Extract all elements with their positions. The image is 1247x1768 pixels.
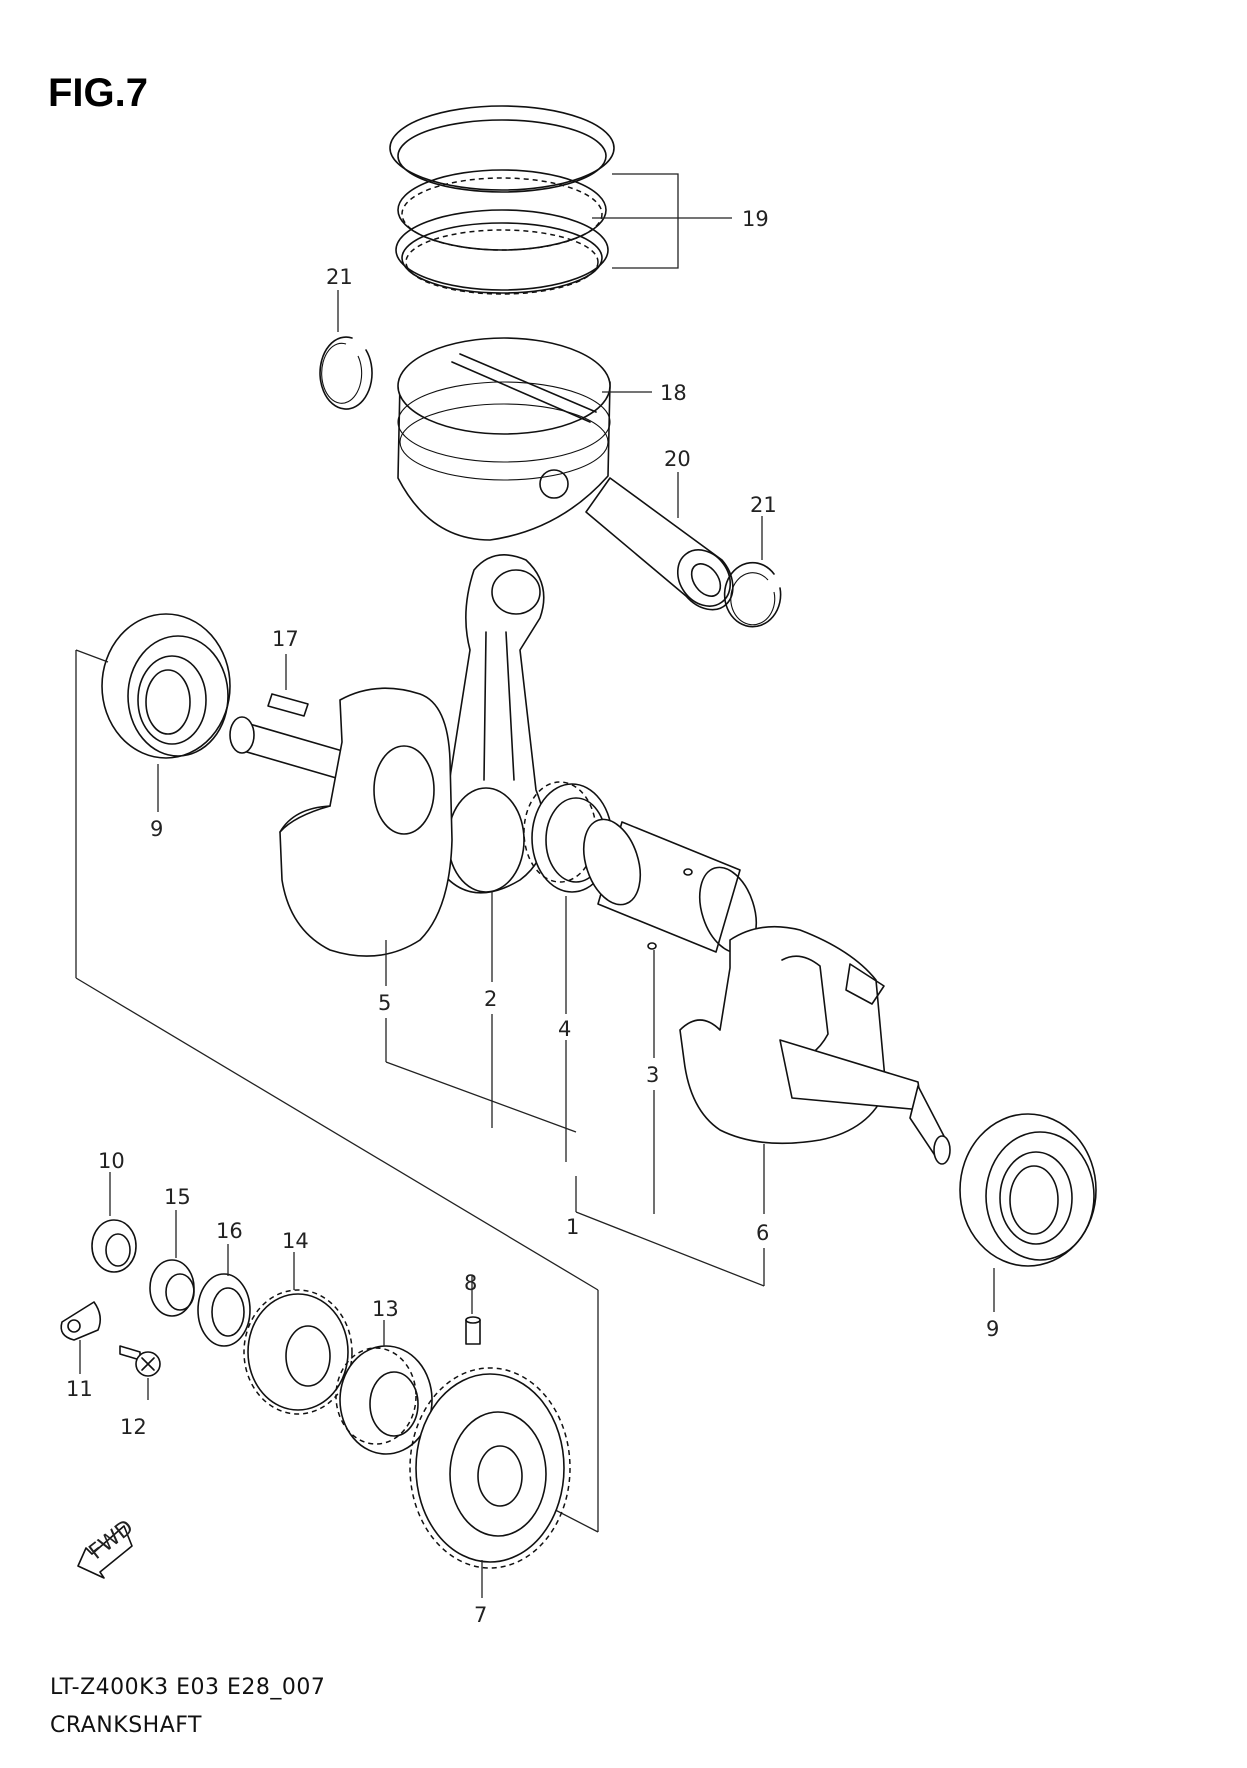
callout-11: 11 [66, 1377, 93, 1401]
circlip-lower [723, 561, 782, 628]
circlip-upper [319, 336, 373, 410]
piston [397, 337, 611, 541]
bearing-right [959, 1113, 1097, 1267]
dowel-pin [465, 1316, 481, 1345]
leader-19-bracket [612, 173, 679, 269]
callout-16: 16 [216, 1219, 243, 1243]
callout-12: 12 [120, 1415, 147, 1439]
model-code: LT-Z400K3 E03 E28_007 [50, 1675, 325, 1700]
piston-pin [585, 477, 734, 611]
oil-seal [91, 1219, 137, 1273]
fwd-arrow-icon: FWD [77, 1515, 138, 1579]
callout-3: 3 [646, 1063, 659, 1087]
callout-1: 1 [566, 1215, 579, 1239]
crank-pin [582, 818, 758, 954]
woodruff-key [267, 693, 309, 717]
gear-large [409, 1367, 571, 1569]
piston-rings [389, 105, 615, 295]
callout-20: 20 [664, 447, 691, 471]
callout-7: 7 [474, 1603, 487, 1627]
callout-8: 8 [464, 1271, 477, 1295]
callout-9-right: 9 [986, 1317, 999, 1341]
crank-web-right [679, 925, 951, 1165]
callout-2: 2 [484, 987, 497, 1011]
washer [197, 1273, 251, 1347]
screw [119, 1345, 161, 1377]
gear-bearing [335, 1345, 433, 1455]
callout-15: 15 [164, 1185, 191, 1209]
callout-21-lower: 21 [750, 493, 777, 517]
diagram-caption: CRANKSHAFT [50, 1713, 202, 1738]
nut [149, 1259, 195, 1317]
callout-19: 19 [742, 207, 769, 231]
callout-9-left: 9 [150, 817, 163, 841]
callout-10: 10 [98, 1149, 125, 1173]
bearing-left [101, 613, 231, 759]
plate [60, 1301, 102, 1341]
callout-4: 4 [558, 1017, 571, 1041]
callout-14: 14 [282, 1229, 309, 1253]
callout-13: 13 [372, 1297, 399, 1321]
callout-17: 17 [272, 627, 299, 651]
assembly-bracket [75, 649, 599, 1533]
connecting-rod [430, 554, 546, 894]
figure-title: FIG.7 [48, 71, 148, 115]
gear-small [243, 1289, 353, 1415]
callout-18: 18 [660, 381, 687, 405]
crank-web-left [229, 687, 453, 957]
callout-5: 5 [378, 991, 391, 1015]
callout-6: 6 [756, 1221, 769, 1245]
callout-21-upper: 21 [326, 265, 353, 289]
